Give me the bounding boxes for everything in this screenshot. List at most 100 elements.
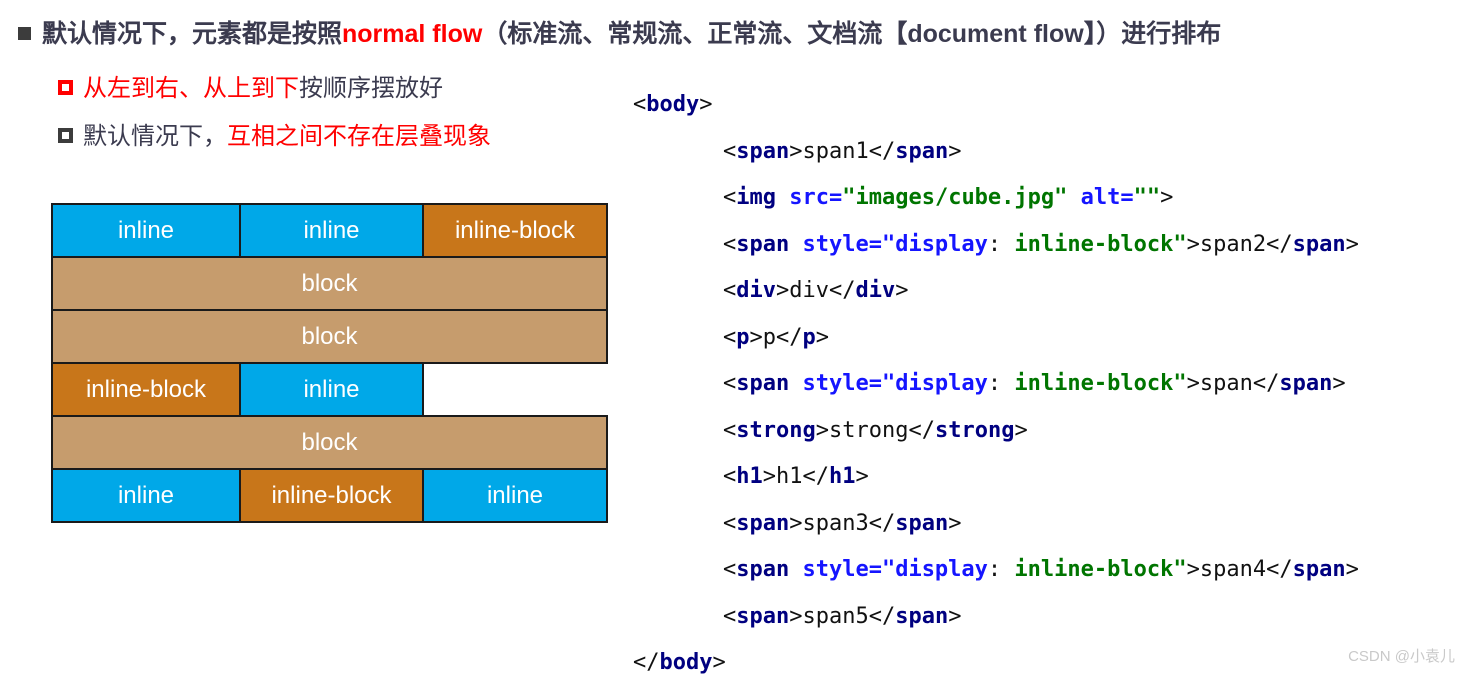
code-line: <div>div</div> [633,268,1359,315]
code-token-punct: </ [868,138,896,164]
code-line: <span>span5</span> [633,594,1359,641]
code-token-val: inline-block" [1014,557,1187,582]
sub-bullet-1: 从左到右、从上到下按顺序摆放好 [58,68,443,103]
diagram-cell-inline: inline [239,362,424,417]
code-token-val: inline-block" [1014,371,1187,396]
code-token-punct: </ [829,278,856,303]
code-token-punct: < [723,138,737,164]
code-token-punct: > [895,278,909,303]
code-token-punct: > [815,417,829,443]
code-token-punct: : [987,371,1002,396]
diagram-cell-inline: inline [239,203,424,258]
code-token-punct: > [948,138,962,164]
diagram-cell-block: block [51,309,608,364]
text-run-0: 默认情况下， [83,123,227,150]
code-token-punct: < [633,92,647,117]
diagram-cell-block: block [51,415,608,470]
code-token-punct [1001,557,1014,582]
hollow-square-bullet-red-icon [58,80,73,95]
code-token-punct: </ [802,464,830,489]
code-token-txt: span1 [802,138,869,164]
code-token-punct: > [1014,417,1028,443]
code-token-txt: p [762,324,776,350]
code-line: <strong>strong</strong> [633,408,1359,455]
code-token-punct: </ [1266,231,1293,257]
slide-title: 默认情况下，元素都是按照normal flow（标准流、常规流、正常流、文档流【… [18,14,1221,50]
code-token-punct: : [987,557,1002,582]
code-token-tag: span [895,138,949,164]
code-token-punct: </ [868,510,896,536]
diagram-row: block [51,415,610,470]
code-line: <body> [633,82,1359,129]
code-token-tag: span [1292,231,1346,257]
code-line: <span style="display: inline-block">span… [633,361,1359,408]
code-token-punct: > [1186,231,1200,257]
code-token-punct: </ [1252,371,1280,396]
code-token-tag: span [736,557,790,582]
diagram-cell-empty [422,362,608,417]
code-line: <img src="images/cube.jpg" alt=""> [633,175,1359,222]
code-token-punct: < [723,510,737,536]
code-token-attr: style="display [802,231,988,257]
code-token-attr: src= [789,185,843,210]
diagram-cell-inlineblock: inline-block [422,203,608,258]
code-token-punct: > [789,138,803,164]
code-token-tag: strong [736,417,816,443]
code-token-punct: > [1186,557,1200,582]
diagram-cell-block: block [51,256,608,311]
code-token-txt: span4 [1199,557,1267,582]
code-token-punct: > [948,510,962,536]
code-token-punct: : [987,231,1002,257]
code-token-tag: body [646,92,700,117]
diagram-cell-inline: inline [51,468,241,523]
code-token-tag: body [659,650,713,675]
code-token-punct [1067,185,1080,210]
code-token-tag: img [736,185,776,210]
code-token-punct: < [723,417,737,443]
code-token-punct: </ [633,650,660,675]
code-token-tag: p [802,324,816,350]
code-token-val: inline-block" [1014,231,1187,257]
code-token-punct: </ [908,417,935,443]
code-token-punct: > [948,603,962,629]
code-token-val: "images/cube.jpg" [842,185,1068,210]
code-token-tag: span [895,510,949,536]
code-token-tag: h1 [829,464,856,489]
code-token-punct: > [1345,557,1359,582]
code-token-punct [789,232,802,257]
code-token-tag: span [736,231,790,257]
sub-bullet-2: 默认情况下，互相之间不存在层叠现象 [58,116,491,151]
code-token-attr: style="display [802,371,988,396]
code-token-punct: </ [1266,557,1293,582]
code-token-punct: </ [776,324,803,350]
slide-title-text: 默认情况下，元素都是按照normal flow（标准流、常规流、正常流、文档流【… [42,14,1221,50]
code-token-punct: < [723,557,737,582]
code-token-txt: h1 [776,464,803,489]
code-token-punct: > [712,650,726,675]
code-token-punct [789,371,802,396]
code-token-tag: span [736,371,790,396]
code-token-punct: < [723,324,737,350]
code-token-punct: > [776,278,790,303]
code-token-punct: > [815,324,829,350]
sub-bullet-1-text: 从左到右、从上到下按顺序摆放好 [83,68,443,103]
code-token-tag: span [736,603,790,629]
text-run-0: 默认情况下，元素都是按照 [42,20,343,48]
text-run-2: （标准流、常规流、正常流、文档流【document flow】）进行排布 [482,20,1222,48]
html-code-sample: <body><span>span1</span><img src="images… [633,82,1359,687]
code-token-txt: span5 [802,603,869,629]
text-run-1: 互相之间不存在层叠现象 [227,123,491,150]
code-token-txt: span [1199,371,1253,396]
code-line: <h1>h1</h1> [633,454,1359,501]
text-run-0: 从左到右、从上到下 [83,75,299,102]
code-token-punct: < [723,185,737,210]
code-token-punct: > [789,603,803,629]
code-token-tag: span [1279,371,1333,396]
diagram-cell-inline: inline [51,203,241,258]
code-line: <span>span3</span> [633,501,1359,548]
code-token-txt: div [789,278,829,303]
code-token-punct: </ [868,603,896,629]
code-token-punct: < [723,603,737,629]
